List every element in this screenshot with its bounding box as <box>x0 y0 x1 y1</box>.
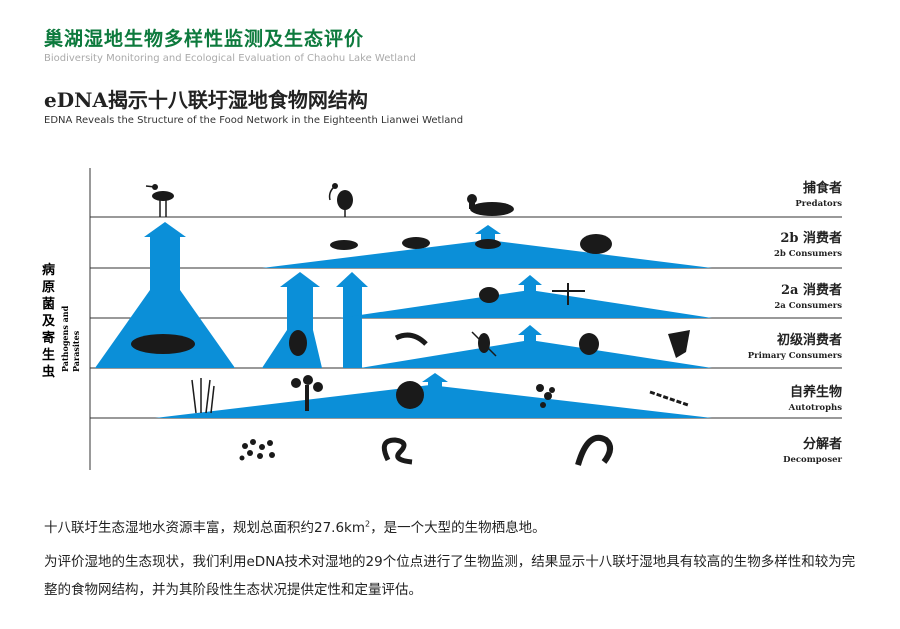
duck-icon <box>467 194 514 216</box>
aquatic-plant-icon <box>291 375 323 411</box>
p1-text: 十八联圩生态湿地水资源丰富，规划总面积约27.6km <box>44 520 366 536</box>
level-cn: 捕食者 <box>802 181 842 196</box>
energy-pyramid-primary <box>360 340 712 368</box>
level-en: Primary Consumers <box>747 351 842 361</box>
bird-stilt-icon <box>145 184 174 217</box>
level-autotrophs: 自养生物 Autotrophs <box>789 384 842 414</box>
arrow-up-2a <box>518 275 542 292</box>
fish-2b-icon-1 <box>330 240 358 250</box>
level-cn: 初级消费者 <box>776 333 842 348</box>
energy-pyramid-2a <box>340 290 712 318</box>
level-en: Autotrophs <box>788 403 842 413</box>
level-en: 2b Consumers <box>773 249 842 259</box>
side-label-en-line2: Parasites <box>71 330 81 372</box>
p1-sup: 2 <box>365 519 371 529</box>
snail-icon <box>479 287 499 303</box>
level-2a-consumers: 2a 消费者 2a Consumers <box>774 282 842 312</box>
level-decomposer: 分解者 Decomposer <box>783 436 842 466</box>
arrow-up-autotrophs <box>422 373 448 388</box>
fish-2b-icon-2 <box>402 237 430 249</box>
energy-arrow-column <box>336 272 368 368</box>
section-title: eDNA揭示十八联圩湿地食物网结构 <box>44 88 368 112</box>
p1-text-end: ，是一个大型的生物栖息地。 <box>370 520 546 536</box>
diatom-chain-icon <box>649 390 689 407</box>
energy-pyramid-2b <box>262 240 712 268</box>
bacteria-cluster-icon <box>239 439 275 461</box>
level-en: Predators <box>795 199 842 209</box>
energy-pyramid-autotrophs <box>155 385 712 418</box>
level-cn: 分解者 <box>802 437 842 452</box>
arrow-up-primary <box>518 325 542 342</box>
level-primary-consumers: 初级消费者 Primary Consumers <box>748 332 842 362</box>
dragonfly-icon <box>552 283 585 305</box>
level-cn: 2a 消费者 <box>781 283 842 298</box>
header-title: 巢湖湿地生物多样性监测及生态评价 <box>44 28 365 50</box>
fungus-worm-icon <box>575 434 613 466</box>
worm-icon <box>381 437 413 465</box>
side-label-en-line1: Pathogens and <box>60 305 70 372</box>
algae-cluster-icon <box>396 381 424 409</box>
energy-pyramid-fish <box>95 222 235 368</box>
level-2b-consumers: 2b 消费者 2b Consumers <box>774 230 842 260</box>
reed-plant-icon <box>191 378 215 414</box>
frog-icon <box>580 234 612 254</box>
insect-icon <box>471 331 497 357</box>
paragraph-1: 十八联圩生态湿地水资源丰富，规划总面积约27.6km2，是一个大型的生物栖息地。 <box>44 514 864 542</box>
phytoplankton-icon <box>536 384 555 408</box>
level-en: Decomposer <box>783 455 842 465</box>
level-en: 2a Consumers <box>774 301 842 311</box>
level-cn: 自养生物 <box>789 385 842 400</box>
large-fish-icon <box>131 334 195 354</box>
header-subtitle: Biodiversity Monitoring and Ecological E… <box>44 53 416 64</box>
paragraph-2: 为评价湿地的生态现状，我们利用eDNA技术对湿地的29个位点进行了生物监测，结果… <box>44 554 856 598</box>
bird-ibis-icon <box>328 183 353 217</box>
tadpole-icon <box>579 333 599 355</box>
arrow-up-2b <box>475 225 501 240</box>
energy-pyramid-shell <box>262 272 322 368</box>
fish-2b-icon-3 <box>475 239 501 249</box>
side-label-cn: 病原菌及寄生虫 <box>42 263 56 380</box>
section-subtitle: EDNA Reveals the Structure of the Food N… <box>44 115 464 126</box>
beetle-icon <box>668 330 690 358</box>
shell-icon <box>289 330 307 356</box>
level-predators: 捕食者 Predators <box>795 180 842 210</box>
level-cn: 2b 消费者 <box>780 231 842 246</box>
shrimp-icon <box>394 332 428 346</box>
